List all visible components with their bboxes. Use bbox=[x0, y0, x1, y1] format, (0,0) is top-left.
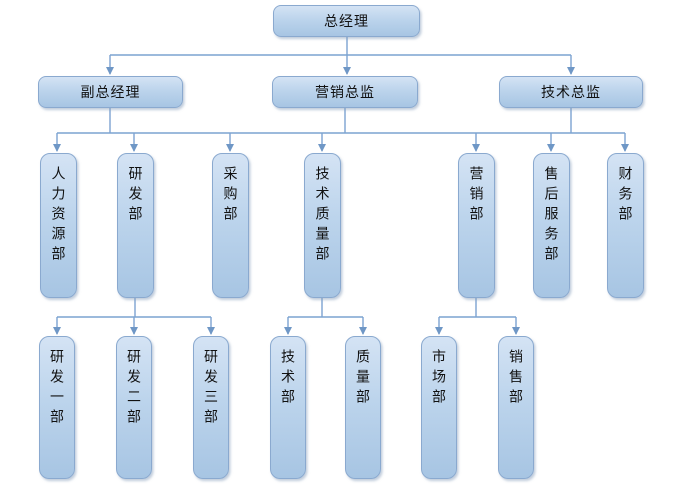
node-purchasing-dept[interactable]: 采购部 bbox=[212, 153, 249, 298]
node-marketing-director[interactable]: 营销总监 bbox=[272, 76, 418, 108]
node-rd-dept-1[interactable]: 研发一部 bbox=[39, 336, 75, 479]
node-quality-dept-label: 质量部 bbox=[355, 349, 371, 409]
node-quality-dept[interactable]: 质量部 bbox=[345, 336, 381, 479]
node-rd-dept[interactable]: 研发部 bbox=[117, 153, 154, 298]
node-tech-dept[interactable]: 技术部 bbox=[270, 336, 306, 479]
node-finance-dept-label: 财务部 bbox=[617, 166, 634, 226]
node-sales-dept[interactable]: 销售部 bbox=[498, 336, 534, 479]
node-finance-dept[interactable]: 财务部 bbox=[607, 153, 644, 298]
node-general-manager-label: 总经理 bbox=[324, 13, 369, 29]
node-rd-dept-label: 研发部 bbox=[127, 166, 144, 226]
node-market-dept-label: 市场部 bbox=[431, 349, 447, 409]
node-rd-dept-2[interactable]: 研发二部 bbox=[116, 336, 152, 479]
node-tech-dept-label: 技术部 bbox=[280, 349, 296, 409]
node-rd-dept-3-label: 研发三部 bbox=[203, 349, 219, 429]
node-tech-quality-dept-label: 技术质量部 bbox=[314, 166, 331, 266]
node-hr-dept[interactable]: 人力资源部 bbox=[40, 153, 77, 298]
node-after-sales-service-dept[interactable]: 售后服务部 bbox=[533, 153, 570, 298]
node-purchasing-dept-label: 采购部 bbox=[222, 166, 239, 226]
node-marketing-director-label: 营销总监 bbox=[315, 84, 375, 100]
node-technical-director-label: 技术总监 bbox=[541, 84, 601, 100]
node-after-sales-service-dept-label: 售后服务部 bbox=[543, 166, 560, 266]
node-rd-dept-1-label: 研发一部 bbox=[49, 349, 65, 429]
node-hr-dept-label: 人力资源部 bbox=[50, 166, 67, 266]
node-rd-dept-2-label: 研发二部 bbox=[126, 349, 142, 429]
node-rd-dept-3[interactable]: 研发三部 bbox=[193, 336, 229, 479]
node-market-dept[interactable]: 市场部 bbox=[421, 336, 457, 479]
node-deputy-general-manager-label: 副总经理 bbox=[80, 84, 141, 100]
node-deputy-general-manager[interactable]: 副总经理 bbox=[38, 76, 183, 108]
node-marketing-dept[interactable]: 营销部 bbox=[458, 153, 495, 298]
node-general-manager[interactable]: 总经理 bbox=[273, 5, 420, 37]
node-sales-dept-label: 销售部 bbox=[508, 349, 524, 409]
node-tech-quality-dept[interactable]: 技术质量部 bbox=[304, 153, 341, 298]
node-marketing-dept-label: 营销部 bbox=[468, 166, 485, 226]
node-technical-director[interactable]: 技术总监 bbox=[499, 76, 643, 108]
